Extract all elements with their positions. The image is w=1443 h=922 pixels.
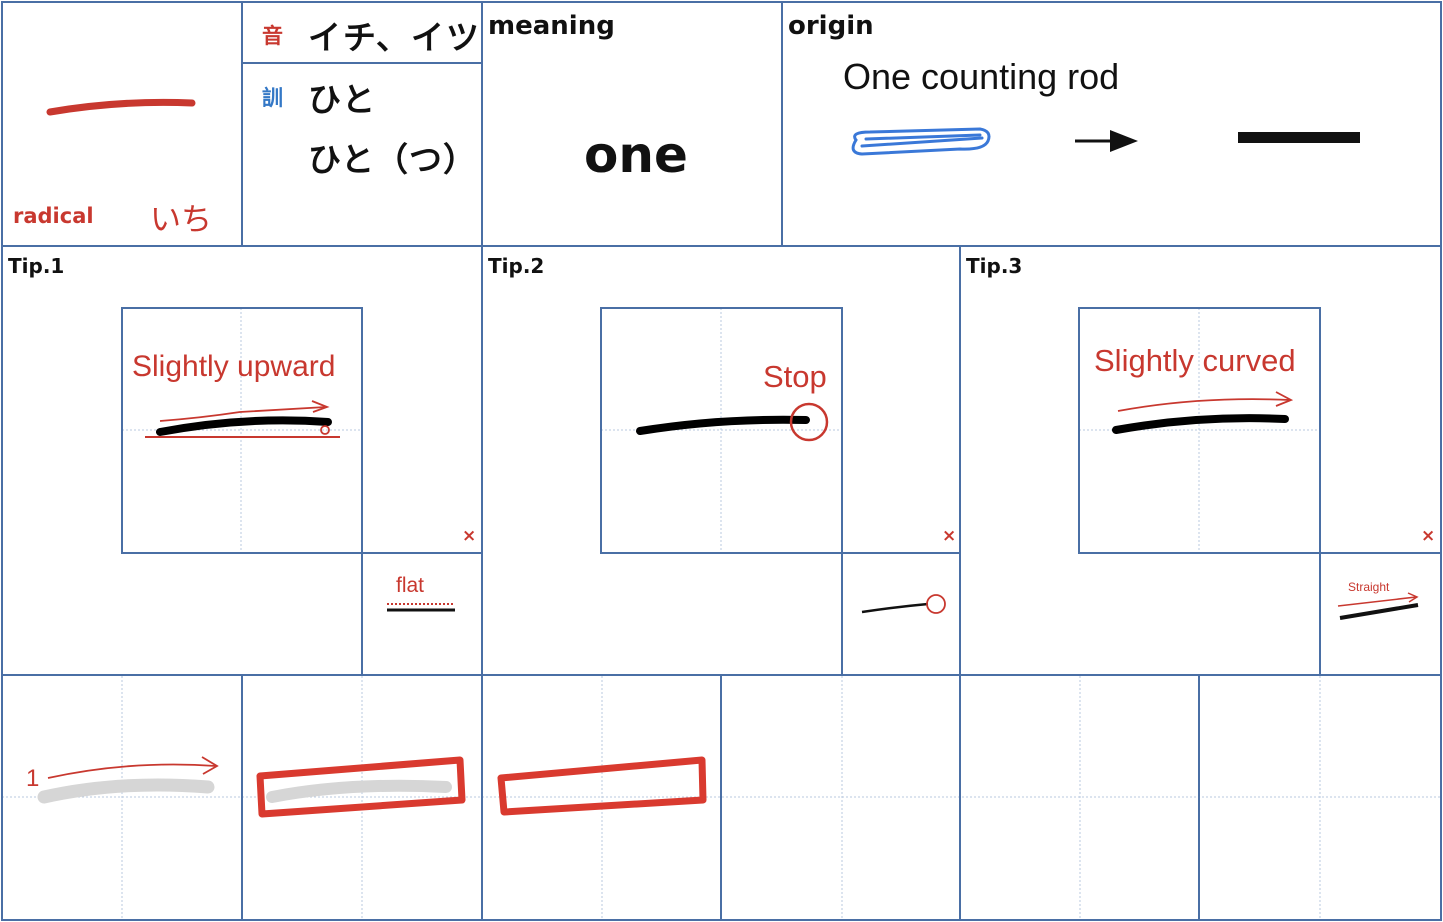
- tip1-title: Tip.1: [8, 254, 65, 278]
- origin-label: origin: [788, 11, 874, 41]
- radical-stroke: [46, 98, 196, 116]
- practice-illustrations: [37, 756, 707, 818]
- origin-rod-sketch: [851, 127, 991, 156]
- tip3-note: Slightly curved: [1094, 343, 1296, 378]
- tip2-illustration: [636, 402, 946, 614]
- tip1-wrong-note: flat: [396, 574, 425, 597]
- tip3-illustration: [1112, 391, 1419, 620]
- origin-arrow: [1075, 130, 1138, 152]
- on-reading-badge: 音: [262, 24, 283, 48]
- kun-reading-badge: 訓: [262, 86, 283, 110]
- tip1-wrong-mark: ×: [462, 526, 477, 546]
- tip3-title: Tip.3: [966, 254, 1023, 278]
- tip2-note: Stop: [763, 359, 827, 394]
- meaning-value: one: [584, 126, 688, 184]
- origin-caption: One counting rod: [843, 56, 1120, 97]
- kun-reading-value-2: ひと（つ）: [308, 140, 478, 179]
- radical-label: radical: [13, 204, 94, 228]
- kun-reading-value-1: ひと: [308, 80, 378, 119]
- practice-guides: [2, 308, 1441, 920]
- tip1-note: Slightly upward: [132, 350, 336, 383]
- practice-stroke-number: 1: [26, 765, 40, 792]
- tip2-wrong-mark: ×: [942, 526, 957, 546]
- tip3-wrong-mark: ×: [1421, 526, 1436, 546]
- origin-kanji-stroke: [1238, 132, 1360, 143]
- on-reading-value: イチ、イツ: [308, 18, 482, 57]
- radical-reading: いち: [150, 202, 212, 238]
- tip3-wrong-note: Straight: [1348, 580, 1390, 594]
- tip2-title: Tip.2: [488, 254, 545, 278]
- meaning-label: meaning: [488, 11, 615, 41]
- tip1-illustration: [145, 400, 455, 612]
